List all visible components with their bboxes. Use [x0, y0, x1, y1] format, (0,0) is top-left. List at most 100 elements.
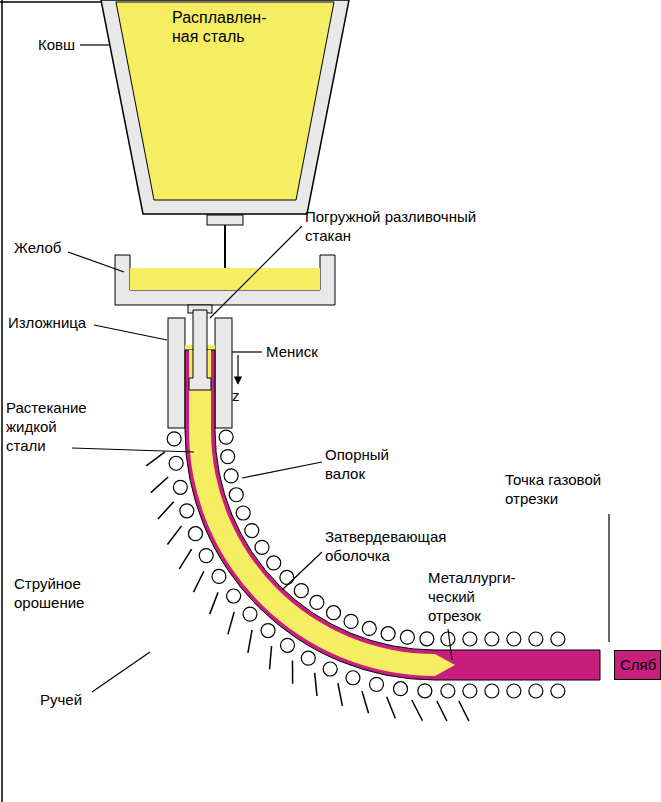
mold-wall	[168, 318, 185, 428]
support-roller	[188, 527, 202, 541]
support-roller	[236, 506, 250, 520]
solidifying-shell	[185, 350, 600, 680]
spray-jet	[387, 697, 396, 719]
support-roller	[224, 469, 238, 483]
spray-jet	[459, 701, 469, 721]
leader-line	[68, 252, 124, 272]
part-label: Струйное орошение	[14, 574, 109, 612]
support-roller	[485, 684, 499, 698]
part-label: Ручей	[40, 690, 100, 709]
support-roller	[394, 682, 408, 696]
mold-wall	[215, 318, 232, 428]
molten-steel	[116, 2, 334, 200]
support-roller	[441, 684, 455, 698]
support-roller	[323, 662, 337, 676]
support-roller	[245, 524, 259, 538]
support-roller	[180, 504, 194, 518]
slab-label: Сляб	[615, 651, 659, 674]
submerged-entry-nozzle	[189, 310, 211, 390]
leader-line	[94, 325, 167, 340]
support-roller	[346, 671, 360, 685]
support-roller	[369, 677, 383, 691]
support-roller	[261, 624, 275, 638]
support-roller	[381, 627, 395, 641]
spray-jet	[315, 673, 317, 696]
support-roller	[418, 684, 432, 698]
z-arrow	[237, 355, 238, 384]
leader-line	[210, 226, 302, 318]
spray-jet	[437, 701, 447, 721]
leader-line	[608, 514, 609, 642]
part-label: Точка газовой отрезки	[505, 470, 655, 508]
frame-line	[1, 0, 3, 802]
support-roller	[441, 632, 455, 646]
slab: Сляб	[614, 650, 661, 680]
leader-line	[232, 351, 262, 352]
spray-jet	[193, 571, 203, 592]
spray-jet	[151, 477, 168, 493]
spray-jet	[167, 526, 181, 545]
steel-stream	[224, 225, 226, 272]
support-roller	[199, 549, 213, 563]
support-roller	[173, 480, 187, 494]
support-roller	[485, 632, 499, 646]
support-roller	[529, 684, 543, 698]
spray-jet	[292, 660, 294, 683]
spray-jet	[338, 683, 342, 706]
support-roller	[327, 606, 341, 620]
spray-jet	[248, 630, 252, 653]
ladle-nozzle	[207, 215, 243, 225]
spray-jet	[179, 549, 191, 569]
part-label: Ковш	[38, 35, 98, 54]
part-label: Растекание жидкой стали	[6, 398, 98, 455]
support-roller	[551, 632, 565, 646]
part-label: Металлурги- ческий отрезок	[428, 568, 530, 625]
ladle-wall	[101, 0, 349, 214]
support-roller	[219, 430, 233, 444]
axis-label: z	[232, 386, 246, 405]
leader-line	[282, 552, 322, 590]
support-roller	[529, 632, 543, 646]
support-roller	[507, 684, 521, 698]
part-label: Изложница	[8, 313, 108, 332]
leader-line	[92, 652, 150, 692]
spray-jet	[412, 700, 423, 721]
support-roller	[267, 556, 281, 570]
support-roller	[420, 632, 434, 646]
spray-jet	[158, 502, 174, 519]
support-roller	[507, 632, 521, 646]
tundish-wall	[115, 255, 335, 305]
support-roller	[243, 607, 257, 621]
part-label: Затвердевающая оболочка	[325, 527, 475, 565]
part-label: Желоб	[14, 238, 84, 257]
support-roller	[255, 540, 269, 554]
part-label: Мениск	[266, 342, 346, 361]
support-roller	[212, 569, 226, 583]
support-roller	[221, 450, 235, 464]
support-roller	[301, 651, 315, 665]
spray-jet	[228, 612, 234, 634]
tundish-steel	[130, 268, 320, 290]
liquid-core	[189, 350, 455, 676]
support-roller	[551, 684, 565, 698]
spray-jet	[146, 452, 165, 466]
support-roller	[281, 638, 295, 652]
support-roller	[463, 684, 477, 698]
leader-line	[72, 448, 194, 452]
support-roller	[280, 570, 294, 584]
ladle: Расплавлен- ная сталь	[100, 0, 350, 215]
support-roller	[362, 621, 376, 635]
support-roller	[463, 632, 477, 646]
part-label: Опорный валок	[325, 445, 413, 483]
spray-jet	[210, 592, 218, 614]
part-label: Погружной разливочный стакан	[305, 207, 495, 245]
support-roller	[400, 630, 414, 644]
support-roller	[169, 456, 183, 470]
support-roller	[167, 432, 181, 446]
support-roller	[227, 589, 241, 603]
spray-jet	[362, 691, 369, 713]
leader-line	[242, 462, 322, 478]
support-roller	[294, 584, 308, 598]
